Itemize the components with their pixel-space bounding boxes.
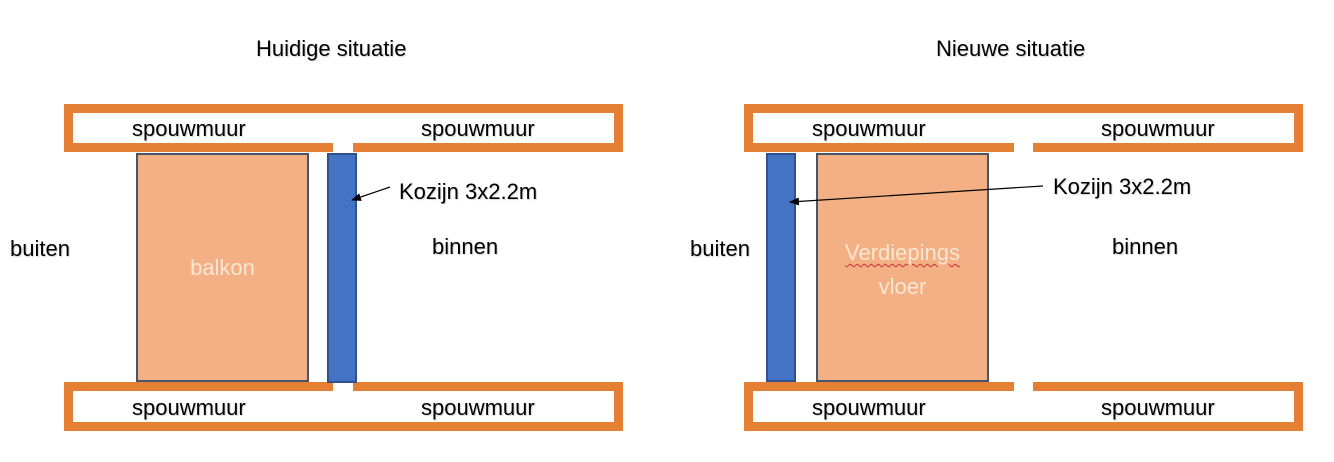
window-frame [766,153,796,382]
right-wall-top-left-label: spouwmuur [812,116,926,141]
balcony-label: balkon [190,255,255,280]
right-wall-top-right-label: spouwmuur [1101,116,1215,141]
window-frame [327,153,357,383]
right-window-label: Kozijn 3x2.2m [1053,174,1192,199]
left-bottom-wall [64,382,623,431]
left-window-label: Kozijn 3x2.2m [399,179,538,204]
right-wall-bottom-left-label: spouwmuur [812,395,926,420]
balcony-slab [136,153,309,382]
window-arrow [351,186,391,201]
right-outside-label: buiten [690,236,750,261]
left-top-wall [64,104,623,152]
left-panel-title: Huidige situatie [256,36,407,61]
left-inside-label: binnen [432,234,499,259]
left-outside-label: buiten [10,236,70,261]
right-panel-title: Nieuwe situatie [936,36,1086,61]
left-wall-bottom-right-label: spouwmuur [421,395,535,420]
right-wall-bottom-right-label: spouwmuur [1101,395,1215,420]
left-wall-bottom-left-label: spouwmuur [132,395,246,420]
right-inside-label: binnen [1112,234,1179,259]
right-panel [744,104,1303,431]
left-wall-top-left-label: spouwmuur [132,116,246,141]
window-arrow [789,185,1044,206]
floor-slab-label: Verdiepings vloer [817,236,988,304]
left-wall-top-right-label: spouwmuur [421,116,535,141]
left-panel [64,104,623,431]
right-bottom-wall [744,382,1303,431]
right-top-wall [744,104,1303,152]
floor-slab-label-line1: Verdiepings [845,240,960,265]
floor-slab-label-line2: vloer [878,274,927,299]
